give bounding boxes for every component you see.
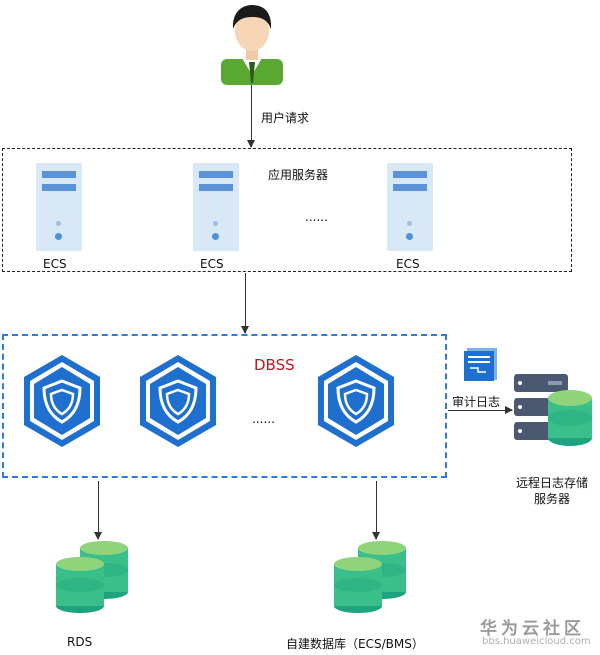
self-built-db-label: 自建数据库（ECS/BMS）	[286, 637, 424, 651]
arrow-user-to-servers	[247, 85, 255, 148]
audit-log-document-icon	[464, 348, 497, 381]
dbss-label: DBSS	[254, 356, 295, 374]
database-stack-icon	[334, 541, 406, 613]
arrow-dbss-to-rds	[94, 481, 102, 540]
watermark-url: bbs.huaweicloud.com	[482, 636, 591, 647]
dbss-shield-icon	[318, 355, 394, 447]
ecs-label-3: ECS	[396, 257, 420, 271]
ecs-server-icon	[193, 163, 239, 251]
user-avatar-icon	[221, 5, 283, 85]
user-request-label: 用户请求	[261, 111, 310, 125]
remote-storage-label-line1: 远程日志存储	[515, 476, 589, 490]
arrow-dbss-to-selfbuilt-db	[372, 481, 380, 540]
watermark-title: 华为云社区	[480, 619, 585, 639]
servers-ellipsis: ......	[305, 210, 328, 224]
ecs-label-1: ECS	[43, 257, 67, 271]
arrow-dbss-to-storage	[448, 406, 513, 414]
dbss-shield-icon	[24, 355, 100, 447]
dbss-group	[2, 334, 447, 478]
audit-log-label: 审计日志	[452, 395, 501, 409]
dbss-ellipsis: ......	[252, 412, 275, 426]
ecs-server-icon	[387, 163, 433, 251]
ecs-server-icon	[36, 163, 82, 251]
dbss-shield-icon	[140, 355, 216, 447]
remote-storage-label-line2: 服务器	[533, 492, 571, 506]
ecs-label-2: ECS	[200, 257, 224, 271]
database-stack-icon	[56, 541, 128, 613]
app-servers-label: 应用服务器	[268, 168, 329, 182]
remote-storage-server-icon	[514, 374, 592, 446]
arrow-servers-to-dbss	[241, 273, 249, 334]
rds-label: RDS	[67, 635, 93, 649]
app-server-group	[2, 148, 572, 272]
